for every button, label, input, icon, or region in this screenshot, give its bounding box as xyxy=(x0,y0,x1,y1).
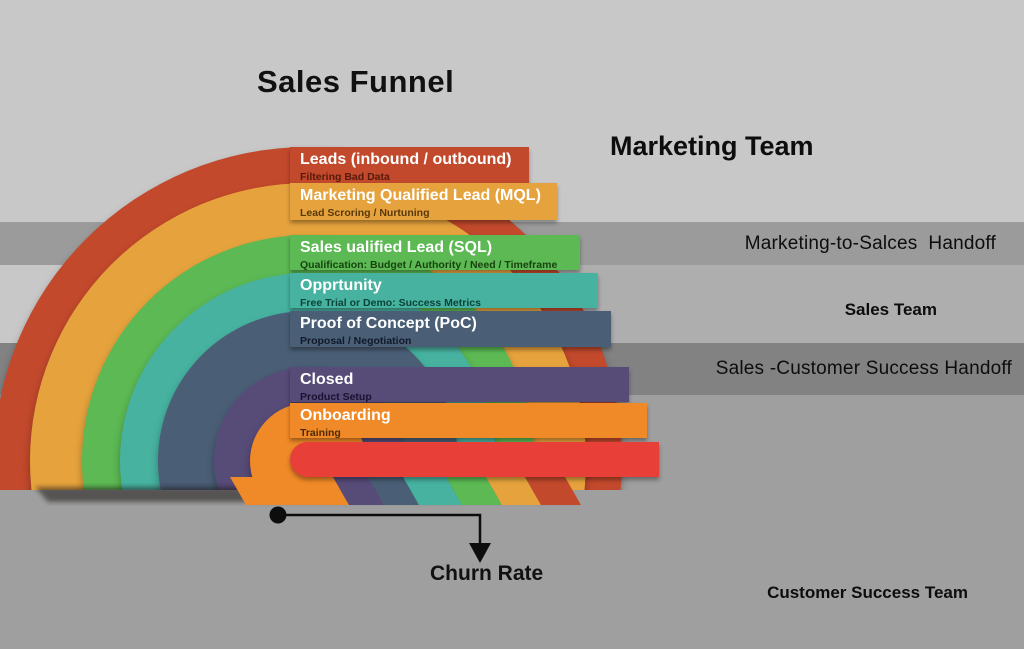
stage-title: Sales ualified Lead (SQL) xyxy=(300,239,493,256)
churn-arrow xyxy=(269,506,491,563)
stage-subtitle: Product Setup xyxy=(300,391,372,403)
sales-to-cs-handoff-label: Sales -Customer Success Handoff xyxy=(715,358,1012,379)
stage-subtitle: Free Trial or Demo: Success Metrics xyxy=(300,297,481,309)
base-stripe-mql xyxy=(486,477,541,505)
stage-subtitle: Lead Scroring / Nurtuning xyxy=(300,207,430,219)
stage-title: Proof of Concept (PoC) xyxy=(300,315,477,332)
sales-team-label: Sales Team xyxy=(844,300,937,319)
customer-success-team-label: Customer Success Team xyxy=(767,583,968,602)
base-stripe-onboarding xyxy=(230,477,349,505)
stage-title: Opprtunity xyxy=(300,277,382,294)
stage-title: Marketing Qualified Lead (MQL) xyxy=(300,187,541,204)
stage-bar-leads: Leads (inbound / outbound) Filtering Bad… xyxy=(290,147,529,183)
base-stripe-sql xyxy=(446,477,502,505)
stage-title: Onboarding xyxy=(300,407,391,424)
churn-arrowhead-icon xyxy=(469,543,491,563)
churn-connector-line xyxy=(278,513,482,545)
stage-subtitle: Qualification: Budget / Authority / Need… xyxy=(300,259,558,271)
marketing-team-label: Marketing Team xyxy=(610,131,814,161)
stage-bar-onboarding: Onboarding Training xyxy=(290,403,647,439)
stage-subtitle: Proposal / Negotiation xyxy=(300,335,412,347)
base-stripe-leads xyxy=(525,477,581,505)
stage-subtitle: Filtering Bad Data xyxy=(300,171,390,183)
page-title: Sales Funnel xyxy=(257,64,455,99)
base-stripe-poc xyxy=(368,477,419,505)
stage-bar-mql: Marketing Qualified Lead (MQL) Lead Scro… xyxy=(290,183,557,220)
churn-rate-label: Churn Rate xyxy=(430,562,544,585)
stage-bar-sql: Sales ualified Lead (SQL) Qualification:… xyxy=(290,235,580,271)
base-stripe-opportunity xyxy=(403,477,462,505)
stage-bar-closed: Closed Product Setup xyxy=(290,367,629,403)
stage-title: Closed xyxy=(300,371,354,388)
funnel-base-stripes xyxy=(230,477,581,505)
marketing-to-sales-handoff-label: Marketing-to-Salces Handoff xyxy=(744,232,996,254)
base-stripe-closed xyxy=(333,477,384,505)
stage-bar-opportunity: Opprtunity Free Trial or Demo: Success M… xyxy=(290,273,598,309)
stage-bar-poc: Proof of Concept (PoC) Proposal / Negoti… xyxy=(290,311,611,347)
stage-bar-churn xyxy=(290,442,659,477)
stage-title: Leads (inbound / outbound) xyxy=(300,151,512,168)
stage-subtitle: Training xyxy=(300,427,341,439)
